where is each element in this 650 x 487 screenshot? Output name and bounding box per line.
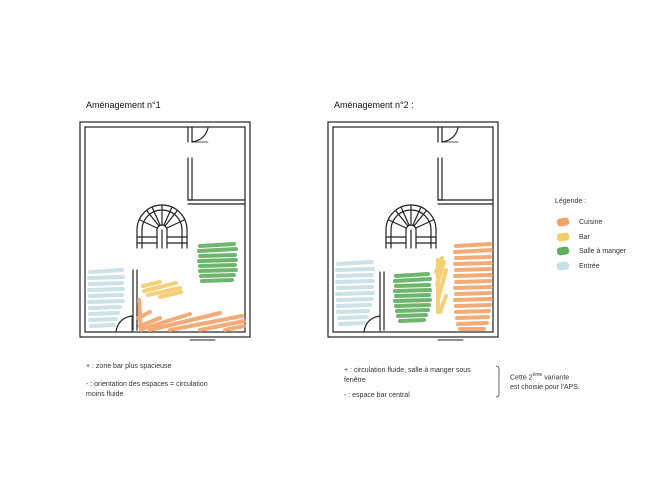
plan-1-zone-cuisine bbox=[136, 298, 246, 332]
plan-1-outer-wall bbox=[79, 121, 251, 338]
plan-2-zone-salle bbox=[393, 272, 432, 323]
side-note-line1-suffix: variante bbox=[542, 374, 570, 382]
plan-1-note-minus: - : orientation des espaces = circulatio… bbox=[86, 381, 208, 388]
legend-label-cuisine: Cuisine bbox=[579, 218, 603, 226]
legend-item-salle: Salle à manger bbox=[556, 246, 627, 256]
plan-2-zone-entree bbox=[335, 260, 375, 326]
plan-2-note-minus: - : espace bar central bbox=[344, 392, 410, 399]
side-note: Cette 2ème variante est choisie pour l'A… bbox=[510, 370, 580, 393]
side-note-line1-prefix: Cette 2 bbox=[510, 374, 533, 382]
plan-1-note-minus-cont: moins fluide bbox=[86, 391, 124, 398]
plan-2-note-plus: + : circulation fluide, salle à manger s… bbox=[344, 367, 471, 374]
legend-item-cuisine: Cuisine bbox=[556, 217, 603, 227]
plan-2 bbox=[327, 121, 499, 341]
legend-swatch-cuisine bbox=[556, 217, 570, 227]
legend-swatch-entree bbox=[556, 261, 570, 271]
legend-item-bar: Bar bbox=[556, 232, 590, 242]
plan-2-zone-bar bbox=[434, 256, 448, 314]
plan-1 bbox=[79, 121, 251, 341]
note-bracket bbox=[495, 365, 500, 398]
plan-1-inner-wall bbox=[84, 126, 246, 333]
legend-label-entree: Entrée bbox=[579, 262, 600, 270]
plan-2-inner-wall bbox=[332, 126, 494, 333]
side-note-line2: est choisie pour l'APS. bbox=[510, 384, 580, 392]
plan-1-zones bbox=[87, 242, 246, 332]
plan-1-zone-bar bbox=[141, 280, 183, 299]
legend-title: Légende : bbox=[555, 198, 587, 205]
plan-2-zones bbox=[335, 242, 493, 331]
plan-1-zone-salle bbox=[197, 242, 238, 283]
plan-1-staircase bbox=[136, 204, 188, 249]
plan-1-title: Aménagement n°1 bbox=[86, 100, 161, 110]
plan-2-note-plus-cont: fenêtre bbox=[344, 377, 366, 384]
plan-2-staircase bbox=[385, 204, 437, 249]
legend-swatch-salle bbox=[556, 246, 570, 256]
legend-item-entree: Entrée bbox=[556, 261, 600, 271]
legend-label-salle: Salle à manger bbox=[579, 247, 627, 255]
plan-2-outer-wall bbox=[327, 121, 499, 338]
legend-label-bar: Bar bbox=[579, 233, 590, 241]
plan-1-note-plus: + : zone bar plus spacieuse bbox=[86, 363, 172, 370]
plan-1-zone-entree bbox=[87, 268, 125, 328]
legend-swatch-bar bbox=[556, 232, 570, 242]
plan-2-zone-cuisine bbox=[453, 242, 493, 331]
side-note-sup: ème bbox=[532, 372, 543, 378]
plan-2-title: Aménagement n°2 : bbox=[334, 100, 414, 110]
